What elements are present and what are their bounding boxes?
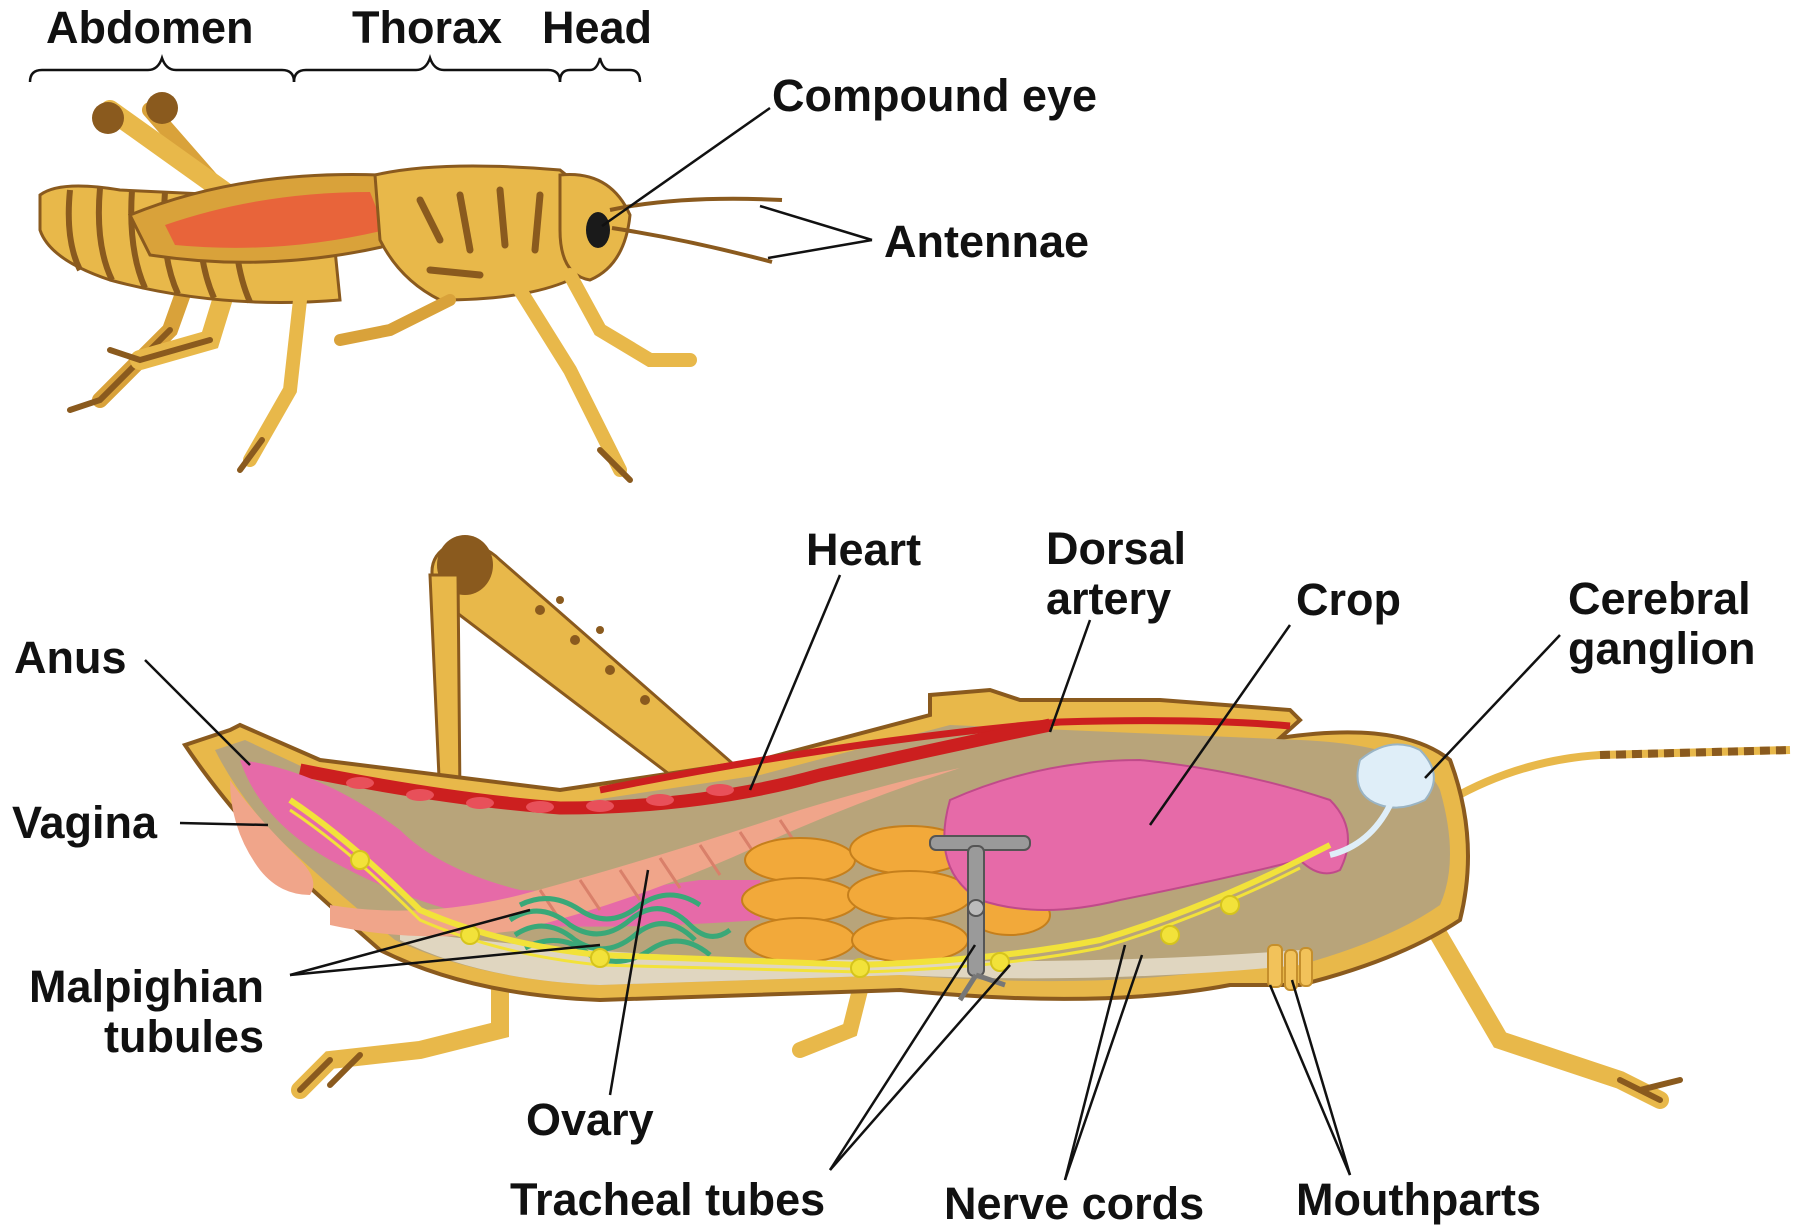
thorax-brace: [294, 58, 560, 82]
mouthparts-leader-1: [1270, 985, 1350, 1175]
abdomen-brace: [30, 58, 294, 82]
cerebral-ganglion-leader: [1425, 635, 1560, 778]
head-brace: [560, 58, 640, 82]
label-vagina: Vagina: [12, 797, 157, 849]
external-grasshopper: [30, 58, 872, 480]
label-ovary: Ovary: [526, 1094, 654, 1146]
label-dorsal-artery: Dorsal artery: [1046, 524, 1186, 624]
label-heart: Heart: [806, 524, 921, 576]
cutaway-grasshopper: [145, 535, 1790, 1180]
label-cerebral-ganglion-line2: ganglion: [1568, 624, 1755, 674]
label-cerebral-ganglion: Cerebral ganglion: [1568, 574, 1755, 674]
cutaway-hind-foot: [300, 990, 500, 1090]
label-head: Head: [542, 2, 652, 54]
cutaway-mid-leg: [800, 990, 860, 1050]
mouthparts-leader-2: [1292, 980, 1350, 1175]
mouthparts-shape: [1268, 945, 1312, 990]
antenna-upper: [610, 199, 782, 210]
label-thorax: Thorax: [352, 2, 502, 54]
label-abdomen: Abdomen: [46, 2, 254, 54]
front-leg: [570, 275, 690, 360]
compound-eye-shape: [586, 212, 610, 248]
label-cerebral-ganglion-line1: Cerebral: [1568, 574, 1755, 624]
antenna-lower: [612, 228, 772, 262]
label-dorsal-artery-line1: Dorsal: [1046, 524, 1186, 574]
mid-leg-2: [250, 300, 300, 460]
front-leg-2: [340, 300, 450, 340]
mid-leg-1: [520, 290, 620, 470]
label-mouthparts: Mouthparts: [1296, 1174, 1541, 1226]
label-crop: Crop: [1296, 574, 1401, 626]
cerebral-ganglion-shape: [1358, 744, 1434, 807]
antennae-leader-upper: [760, 206, 872, 240]
antennae-leader-lower: [768, 240, 872, 258]
label-nerve-cords: Nerve cords: [944, 1178, 1204, 1230]
label-dorsal-artery-line2: artery: [1046, 574, 1186, 624]
label-malpighian-tubules: Malpighian tubules: [14, 962, 264, 1062]
label-compound-eye: Compound eye: [772, 70, 1097, 122]
label-malpighian-line1: Malpighian: [14, 962, 264, 1012]
cutaway-hind-tibia: [430, 575, 460, 800]
compound-eye-leader: [602, 108, 770, 226]
label-tracheal-tubes: Tracheal tubes: [510, 1174, 825, 1226]
label-malpighian-line2: tubules: [14, 1012, 264, 1062]
label-anus: Anus: [14, 632, 127, 684]
label-antennae: Antennae: [884, 216, 1089, 268]
